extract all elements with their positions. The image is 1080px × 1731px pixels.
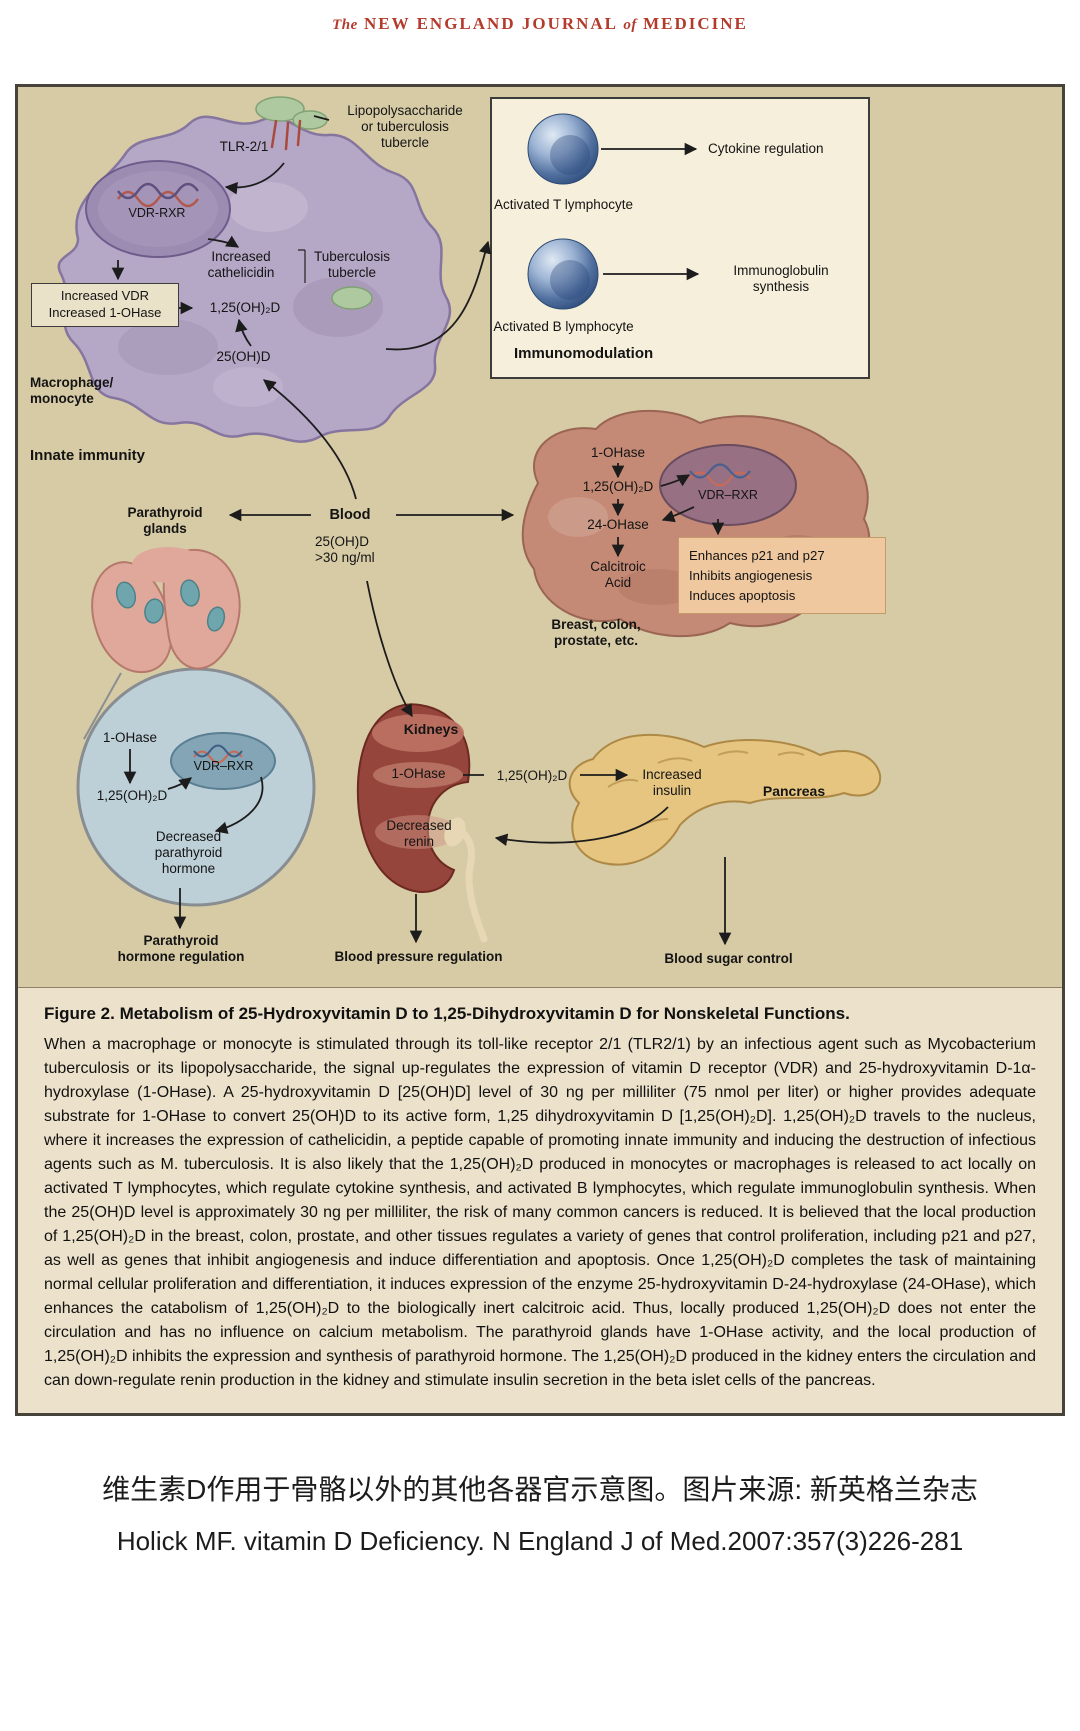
calcitroic-acid-label: Calcitroic Acid [590,559,646,590]
kidneys-label: Kidneys [403,721,459,737]
journal-masthead: The NEW ENGLAND JOURNAL of MEDICINE [0,0,1080,34]
diagram-canvas: Lipopolysaccharide or tuberculosis tuber… [18,87,1062,987]
blood-pressure-regulation-label: Blood pressure regulation [334,949,503,964]
pt-1ohase-label: 1-OHase [102,730,158,745]
tissue-1ohase-label: 1-OHase [590,445,646,460]
arrows-layer [111,115,732,946]
arrow-blood-to-kidney [366,580,413,718]
masthead-word: NEW ENGLAND JOURNAL [364,14,618,33]
masthead-word: MEDICINE [643,14,748,33]
arrow-tissue-125d-to-nucleus [660,474,691,487]
immunomodulation-heading: Immunomodulation [514,345,654,362]
parathyroid-gland-shape [91,547,241,674]
activated-t-lymphocyte-label: Activated T lymphocyte [493,197,634,212]
arrow-tlr-to-nucleus [224,162,285,195]
masthead-word: of [623,17,637,33]
tubercle-in-cell-icon [298,249,373,310]
parathyroid-glands-label: Parathyroid glands [127,505,203,536]
arrow-insulin-to-kidney [494,806,669,847]
gene-effects-box: Enhances p21 and p27 Inhibits angiogenes… [678,537,886,615]
kidney-1ohase-label: 1-OHase [391,766,446,781]
tuberculosis-tubercle-label: Tuberculosis tubercle [313,249,391,280]
dna-icon [117,182,199,208]
figure-title: Figure 2. Metabolism of 25-Hydroxyvitami… [44,1004,1036,1024]
tissue-vdr-rxr-label: VDR–RXR [698,488,758,502]
kidney-shape [356,703,471,893]
lipopolysaccharide-label: Lipopolysaccharide or tuberculosis tuber… [347,103,463,150]
tlr-receptor-label: TLR-2/1 [219,139,269,154]
tissue-nucleus-shape [659,444,797,526]
blood-sugar-control-label: Blood sugar control [664,951,793,966]
tissue-24ohase-label: 24-OHase [587,517,649,532]
increased-cathelicidin-label: Increased cathelicidin [207,249,275,280]
innate-immunity-heading: Innate immunity [30,447,146,464]
cytokine-regulation-label: Cytokine regulation [708,141,824,156]
blood-25ohd-level-label: 25(OH)D >30 ng/ml [315,534,375,565]
breast-colon-prostate-label: Breast, colon, prostate, etc. [551,617,641,648]
vdr-upregulation-box: Increased VDR Increased 1-OHase [31,283,179,327]
macrophage-calcidiol-label: 25(OH)D [216,349,271,364]
citation-line: Holick MF. vitamin D Deficiency. N Engla… [116,1526,964,1556]
ureter-shape [444,817,488,943]
figure-title-text: Metabolism of 25-Hydroxyvitamin D to 1,2… [119,1004,850,1023]
arrow-25d-to-125d [235,318,252,347]
arrow-blood-to-macrophage [263,379,357,500]
arrow-pt-nucleus-to-pth [214,776,264,834]
figure-panel: Lipopolysaccharide or tuberculosis tuber… [15,84,1065,1416]
macrophage-calcitriol-label: 1,25(OH)₂D [209,300,281,315]
figure-number: Figure 2. [44,1004,115,1023]
bacteria-icon [255,96,328,130]
macrophage-monocyte-label: Macrophage/ monocyte [30,375,114,406]
t-lymphocyte-icon [527,113,599,185]
decreased-pth-label: Decreased parathyroid hormone [154,829,223,876]
macrophage-nucleus-label: VDR-RXR [128,206,186,220]
activated-b-lymphocyte-label: Activated B lymphocyte [493,319,634,334]
parathyroid-nucleus-shape [170,732,276,790]
leader-lipopolysaccharide [313,115,330,121]
pt-calcitriol-label: 1,25(OH)₂D [96,788,168,803]
pancreas-shape [568,733,882,866]
parathyroid-hormone-regulation-label: Parathyroid hormone regulation [117,933,245,964]
tissue-calcitriol-label: 1,25(OH)₂D [582,479,654,494]
arrow-nucleus-to-cathelicidin [207,235,240,248]
kidney-calcitriol-label: 1,25(OH)₂D [496,768,568,783]
pt-vdr-rxr-label: VDR–RXR [193,759,254,773]
pancreas-label: Pancreas [762,783,826,799]
arrow-nucleus-to-24ohase [661,506,695,523]
masthead-word: The [332,17,358,33]
arrow-pt-125d-to-nucleus [167,777,192,790]
figure-legend: Figure 2. Metabolism of 25-Hydroxyvitami… [18,987,1062,1413]
chinese-caption: 维生素D作用于骨骼以外的其他各器官示意图。图片来源: 新英格兰杂志 [102,1474,978,1505]
increased-insulin-label: Increased insulin [642,767,702,798]
arrow-cell-to-immunomodulation [385,240,492,351]
b-lymphocyte-icon [527,238,599,310]
immunoglobulin-synthesis-label: Immunoglobulin synthesis [733,263,829,294]
figure-legend-body: When a macrophage or monocyte is stimula… [44,1036,1036,1389]
decreased-renin-label: Decreased renin [386,818,452,849]
tlr-receptor-icon [270,119,302,151]
blood-label: Blood [329,507,371,523]
